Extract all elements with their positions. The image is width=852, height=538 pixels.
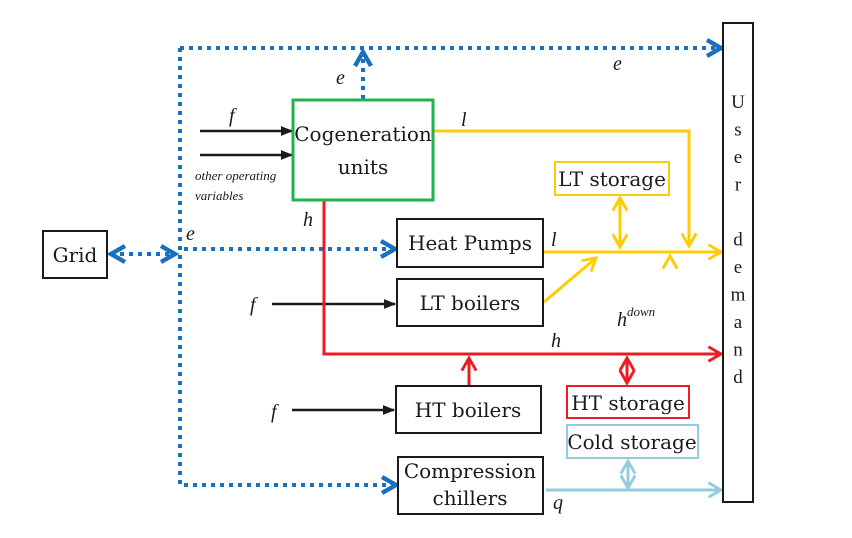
cogeneration-label-line2: units [338, 155, 388, 179]
cogen-heat-low-flow [434, 129, 698, 249]
heat-low-network [434, 129, 724, 304]
heat-down-label: hdown [617, 304, 655, 331]
user-demand-box [722, 22, 754, 503]
cold-storage-node: Cold storage [566, 424, 699, 459]
cogeneration-box [291, 98, 435, 202]
lt-boilers-node: LT boilers [396, 278, 544, 327]
grid-box [42, 230, 108, 279]
cogeneration-node: Cogeneration units [291, 98, 435, 202]
grid-node: Grid [42, 230, 108, 279]
user-demand-letter: d [733, 367, 743, 388]
user-demand-letter: s [734, 120, 741, 141]
user-demand-letter: m [731, 285, 746, 306]
cogen-fuel-label: f [229, 105, 237, 127]
compression-chillers-node: Compression chillers [397, 456, 544, 515]
ht-boilers-label: HT boilers [415, 398, 521, 422]
other-operating-variables-line1: other operating [195, 168, 277, 183]
ht-boilers-node: HT boilers [395, 385, 542, 434]
cold-storage-label: Cold storage [567, 430, 696, 454]
heat-high-network [322, 200, 724, 386]
cogen-heat-low-label: l [461, 109, 467, 131]
lt-boilers-heat-flow [543, 256, 599, 304]
cogen-heat-high-flow [322, 200, 724, 363]
heat-pumps-label: Heat Pumps [408, 231, 532, 255]
flow-labels: e e e f other operating variables h l l … [186, 53, 655, 514]
user-demand-letter: n [733, 340, 743, 361]
user-demand-letter: r [735, 175, 742, 196]
lt-boilers-box [396, 278, 544, 327]
lt-boilers-fuel-label: f [250, 294, 258, 316]
ht-storage-label: HT storage [571, 391, 685, 415]
ht-storage-node: HT storage [566, 385, 690, 419]
user-demand-letter: U [731, 92, 745, 113]
compression-chillers-label-line2: chillers [433, 486, 508, 510]
user-demand-letter: d [733, 230, 743, 251]
heat-pumps-box [396, 218, 544, 268]
heat-down-superscript: down [627, 304, 655, 319]
compression-chillers-box [397, 456, 544, 515]
electricity-network [111, 48, 721, 485]
compression-chillers-label-line1: Compression [404, 459, 536, 483]
other-operating-variables-line2: variables [195, 188, 243, 203]
user-demand-letter: e [734, 257, 742, 278]
grid-label: Grid [53, 243, 98, 267]
cold-storage-box [566, 424, 699, 459]
heat-pumps-node: Heat Pumps [396, 218, 544, 268]
cogen-heat-high-label: h [303, 209, 313, 231]
cogen-electricity-label: e [336, 67, 345, 89]
user-demand-letter: a [734, 312, 743, 333]
heat-high-bus-label: h [551, 330, 561, 352]
ht-boilers-box [395, 385, 542, 434]
lt-storage-label: LT storage [558, 167, 666, 191]
ht-storage-box [566, 385, 690, 419]
user-demand-letter: e [734, 147, 742, 168]
cogeneration-label-line1: Cogeneration [294, 122, 432, 146]
heat-pumps-heat-low-label: l [551, 229, 557, 251]
heat-down-base: h [617, 309, 627, 331]
lt-boilers-label: LT boilers [420, 291, 521, 315]
grid-electricity-label: e [186, 223, 195, 245]
cold-network [546, 458, 724, 499]
cold-flow-label: q [553, 492, 563, 514]
ht-boilers-fuel-label: f [271, 401, 279, 423]
lt-storage-box [554, 161, 670, 196]
top-electricity-label: e [613, 53, 622, 75]
fuel-flows [200, 126, 397, 415]
lt-storage-node: LT storage [554, 161, 670, 196]
